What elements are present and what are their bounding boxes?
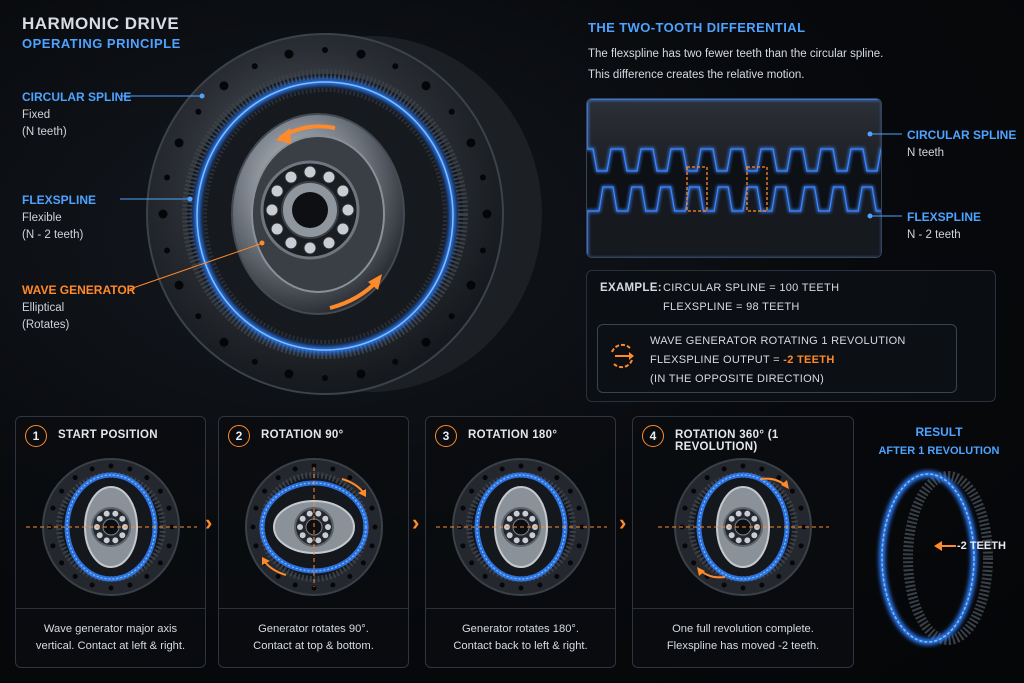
circular-spline-desc2: (N teeth) — [22, 126, 67, 138]
wg-output-line: FLEXSPLINE OUTPUT = -2 TEETH — [650, 354, 835, 366]
step-caption-3-line1: Generator rotates 180°. — [461, 623, 580, 635]
step-title-4: ROTATION 360° (1 REVOLUTION) — [675, 429, 779, 453]
next-chevron-icon-1: › — [205, 510, 213, 535]
step-panel-1: 1 START POSITION Wave generator major ax… — [15, 416, 206, 668]
main-gear-illustration — [120, 33, 542, 395]
step-caption-2-line2: Contact at top & bottom. — [253, 640, 374, 652]
wg-output-prefix: FLEXSPLINE OUTPUT = — [650, 354, 784, 366]
result-flexspline-illustration — [879, 471, 993, 645]
step-panel-4: 4 ROTATION 360° (1 REVOLUTION) One full … — [632, 416, 854, 668]
wave-generator-label: WAVE GENERATOR — [22, 283, 136, 297]
wg-direction-note: (IN THE OPPOSITE DIRECTION) — [650, 373, 825, 385]
example-label: EXAMPLE: — [600, 282, 662, 294]
zoom-circular-spline-teeth: N teeth — [907, 147, 945, 159]
step-gear-4 — [658, 458, 829, 596]
step-divider-3 — [426, 608, 615, 609]
next-chevron-icon-3: › — [619, 510, 627, 535]
step-panel-2: 2 ROTATION 90° Generator rotates 90°. Co… — [218, 416, 409, 668]
wg-output-value: -2 TEETH — [783, 354, 835, 366]
differential-desc-line2: This difference creates the relative mot… — [588, 69, 805, 81]
zoom-leader-lines — [867, 131, 902, 219]
step-title-3: ROTATION 180° — [468, 429, 558, 441]
step-caption-3-line2: Contact back to left & right. — [453, 640, 588, 652]
step-divider-4 — [633, 608, 853, 609]
wg-rotating-text: WAVE GENERATOR ROTATING 1 REVOLUTION — [650, 335, 906, 347]
step-caption-3: Generator rotates 180°. Contact back to … — [432, 621, 609, 655]
next-chevron-icon-2: › — [412, 510, 420, 535]
diagram-subtitle: OPERATING PRINCIPLE — [22, 36, 181, 51]
step-divider-1 — [16, 608, 205, 609]
differential-title: THE TWO-TOOTH DIFFERENTIAL — [588, 20, 806, 35]
step-caption-1-line2: vertical. Contact at left & right. — [35, 640, 186, 652]
wave-generator-desc1: Elliptical — [22, 302, 65, 314]
differential-description: The flexspline has two fewer teeth than … — [588, 44, 883, 86]
circular-spline-label: CIRCULAR SPLINE — [22, 90, 132, 104]
step-caption-4: One full revolution complete. Flexspline… — [639, 621, 847, 655]
step-caption-2-line1: Generator rotates 90°. — [258, 623, 369, 635]
step-number-1: 1 — [25, 425, 47, 447]
tooth-mesh-illustration — [587, 99, 881, 257]
zoom-circular-spline-label: CIRCULAR SPLINE — [907, 128, 1017, 142]
example-circular-spline: CIRCULAR SPLINE = 100 TEETH — [663, 282, 840, 294]
wave-generator-result-panel — [597, 324, 957, 393]
tooth-zoom-panel — [586, 98, 882, 258]
step-caption-2: Generator rotates 90°. Contact at top & … — [225, 621, 402, 655]
example-flexspline: FLEXSPLINE = 98 TEETH — [663, 301, 800, 313]
step-caption-1-line1: Wave generator major axis — [43, 623, 178, 635]
step-title-1: START POSITION — [58, 429, 158, 441]
step-caption-4-line2: Flexspline has moved -2 teeth. — [666, 640, 820, 652]
step-gear-2 — [245, 458, 383, 596]
flexspline-label: FLEXSPLINE — [22, 193, 97, 207]
step-number-3: 3 — [435, 425, 457, 447]
step-gear-3 — [436, 458, 607, 596]
differential-desc-line1: The flexspline has two fewer teeth than … — [588, 48, 884, 60]
step-divider-2 — [219, 608, 408, 609]
step-number-2: 2 — [228, 425, 250, 447]
step-caption-4-line1: One full revolution complete. — [672, 623, 814, 635]
step-gear-1 — [26, 458, 197, 596]
rotation-cycle-icon — [611, 343, 634, 369]
flexspline-desc1: Flexible — [22, 212, 62, 224]
diagram-title: HARMONIC DRIVE — [22, 14, 180, 33]
circular-spline-desc1: Fixed — [22, 109, 51, 121]
zoom-flexspline-label: FLEXSPLINE — [907, 210, 982, 224]
zoom-flexspline-teeth: N - 2 teeth — [907, 229, 961, 241]
step-title-2: ROTATION 90° — [261, 429, 344, 441]
flexspline-desc2: (N - 2 teeth) — [22, 229, 84, 241]
wave-generator-desc2: (Rotates) — [22, 319, 70, 331]
result-subtitle: AFTER 1 REVOLUTION — [878, 445, 1000, 457]
step-panel-3: 3 ROTATION 180° Generator rotates 180°. … — [425, 416, 616, 668]
step-number-4: 4 — [642, 425, 664, 447]
step-caption-1: Wave generator major axis vertical. Cont… — [22, 621, 199, 655]
result-title: RESULT — [915, 425, 963, 439]
result-value: -2 TEETH — [957, 540, 1006, 552]
